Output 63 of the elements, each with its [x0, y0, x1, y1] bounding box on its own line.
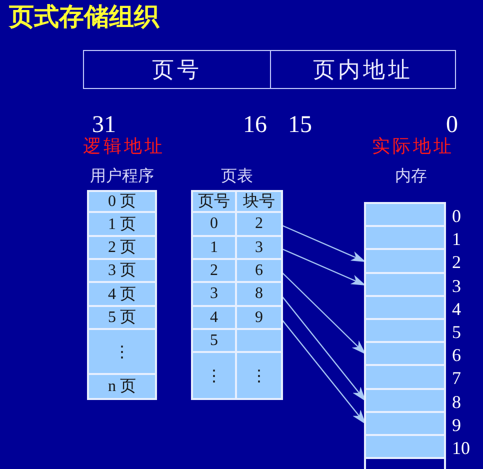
- arrow: [280, 224, 366, 263]
- table-cell: ⋮: [193, 353, 237, 398]
- table-cell: 0: [193, 213, 237, 237]
- block-number: 10: [452, 436, 470, 458]
- bit-index: 31: [92, 112, 116, 138]
- table-cell: 2: [193, 260, 237, 283]
- memory-block: [366, 250, 444, 274]
- address-label: 逻辑地址: [83, 136, 165, 156]
- block-number: 6: [452, 344, 461, 366]
- memory-block: [366, 204, 444, 227]
- memory-block: [366, 366, 444, 390]
- block-number: 3: [452, 274, 461, 296]
- page-row: n 页: [89, 375, 155, 398]
- memory-block: [366, 436, 444, 459]
- memory-block: [366, 297, 444, 320]
- block-number: 8: [452, 390, 461, 412]
- block-number: 0: [452, 204, 461, 226]
- arrow: [280, 248, 366, 286]
- block-number: 4: [452, 298, 461, 320]
- memory-block: [366, 320, 444, 343]
- memory-block: [366, 274, 444, 297]
- table-cell: 5: [193, 330, 237, 353]
- page-row: 0 页: [89, 192, 155, 213]
- table-header: 块号: [237, 192, 281, 213]
- slide-title: 页式存储组织: [9, 2, 159, 32]
- block-number: 1: [452, 228, 461, 250]
- arrow: [280, 294, 366, 402]
- memory-block: [366, 343, 444, 366]
- page-row: 4 页: [89, 283, 155, 307]
- column-heading: 内存: [395, 168, 427, 186]
- table-cell: 1: [193, 237, 237, 260]
- page-row: 3 页: [89, 260, 155, 283]
- table-cell: 2: [237, 213, 281, 237]
- page-row: 5 页: [89, 307, 155, 330]
- table-header: 页号: [193, 192, 237, 213]
- block-number: 2: [452, 251, 461, 273]
- memory-block: [366, 390, 444, 413]
- address-field: 页内地址: [270, 50, 456, 89]
- column-heading: 页表: [221, 168, 253, 186]
- table-cell: 6: [237, 260, 281, 283]
- arrow: [280, 318, 366, 425]
- bit-index: 0: [446, 112, 458, 138]
- table-cell: 3: [237, 237, 281, 260]
- page-row: ⋮: [89, 330, 155, 375]
- memory-block: [366, 227, 444, 250]
- block-number: 5: [452, 320, 461, 342]
- memory-block: [366, 413, 444, 436]
- address-field: 页号: [83, 50, 271, 89]
- table-cell: 4: [193, 307, 237, 330]
- column-heading: 用户程序: [90, 168, 154, 186]
- table-cell: 8: [237, 283, 281, 307]
- table-cell: ⋮: [237, 353, 281, 398]
- table-cell: [237, 330, 281, 353]
- bit-index: 15: [288, 112, 312, 138]
- address-label: 实际地址: [372, 136, 454, 156]
- table-cell: 3: [193, 283, 237, 307]
- block-number: 9: [452, 414, 461, 436]
- page-row: 2 页: [89, 237, 155, 260]
- bit-index: 16: [243, 112, 267, 138]
- table-cell: 9: [237, 307, 281, 330]
- page-row: 1 页: [89, 213, 155, 237]
- arrow: [280, 271, 366, 355]
- block-number: 7: [452, 367, 461, 389]
